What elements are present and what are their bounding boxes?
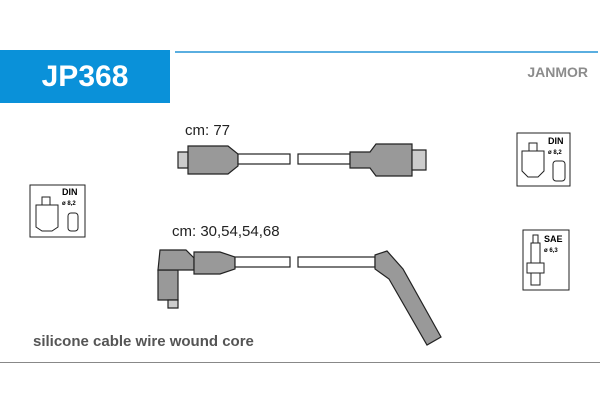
- din-label-left: DIN: [62, 187, 78, 197]
- cable-top: [177, 143, 427, 177]
- cable-length-label-1: cm: 77: [185, 122, 231, 139]
- din-distributor-icon-right: DIN ø 8,2: [516, 132, 571, 187]
- header-divider: [175, 51, 598, 53]
- svg-text:SAE: SAE: [544, 234, 563, 244]
- brand-name: JANMOR: [527, 64, 588, 80]
- footer-divider: [0, 362, 600, 363]
- cable-description: silicone cable wire wound core: [33, 333, 254, 350]
- part-number-banner: JP368: [0, 50, 170, 103]
- svg-text:ø 8,2: ø 8,2: [62, 201, 76, 207]
- sae-spark-plug-icon: SAE ø 6,3: [522, 229, 570, 291]
- cable-bottom: [157, 249, 442, 346]
- din-distributor-icon-left: DIN ø 8,2: [29, 184, 86, 238]
- svg-text:DIN: DIN: [548, 136, 564, 146]
- cable-length-label-2: cm: 30,54,54,68: [172, 223, 280, 240]
- svg-text:ø 6,3: ø 6,3: [544, 248, 558, 254]
- svg-text:ø 8,2: ø 8,2: [548, 150, 562, 156]
